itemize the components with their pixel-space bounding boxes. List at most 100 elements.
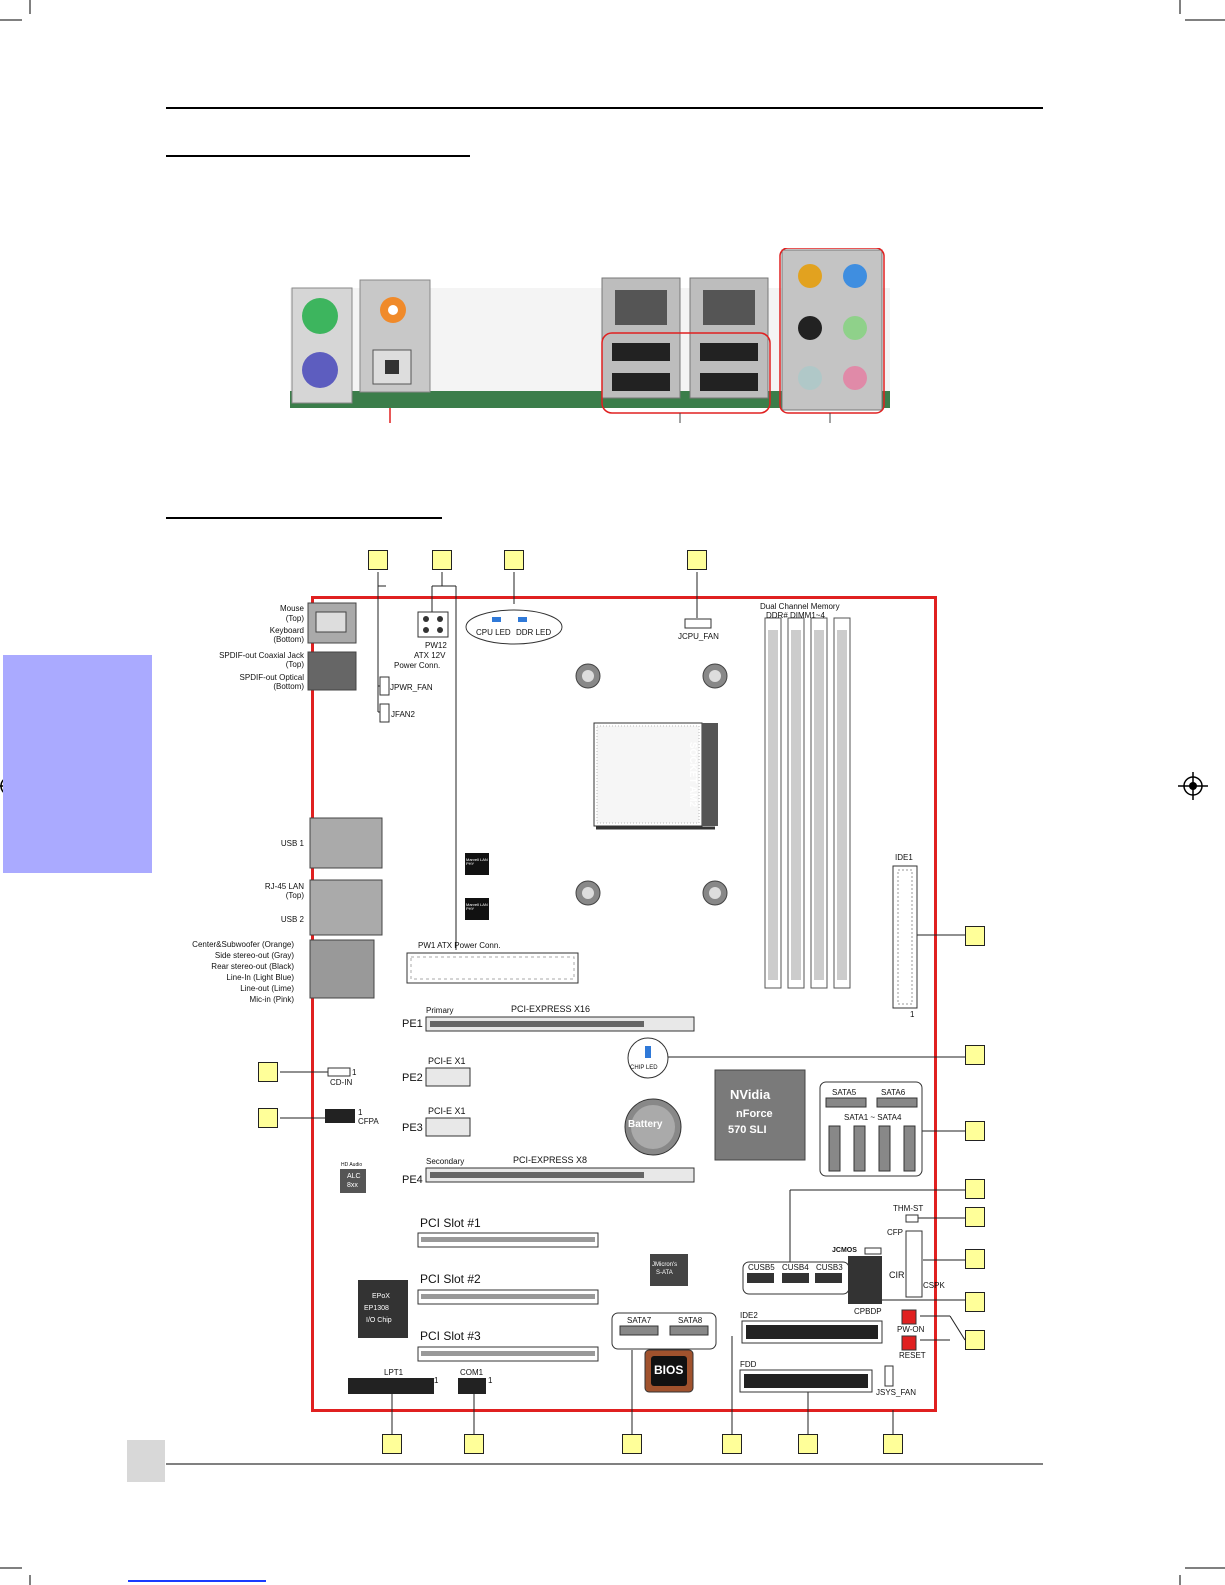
- label-battery: Battery: [628, 1119, 663, 1130]
- label-alc-1: 8xx: [347, 1182, 358, 1189]
- label-secondary: Secondary: [426, 1157, 465, 1166]
- callout-thm-st: [965, 1207, 985, 1227]
- label-cpbdp: CPBDP: [854, 1307, 882, 1316]
- label-pci1: PCI Slot #1: [420, 1216, 481, 1230]
- label-hd-audio: HD Audio: [341, 1162, 363, 1168]
- label-usb2: USB 2: [280, 915, 304, 924]
- label-epox-2: I/O Chip: [366, 1317, 392, 1324]
- label-ide1-pin: 1: [910, 1010, 915, 1019]
- label-cusb4: CUSB4: [782, 1263, 809, 1272]
- label-reset: RESET: [899, 1351, 926, 1360]
- label-jcmos: JCMOS: [832, 1247, 857, 1254]
- label-audio-4: Line-out (Lime): [240, 984, 294, 993]
- callout-jsys-fan: [883, 1434, 903, 1454]
- callout-cd-in: [258, 1062, 278, 1082]
- label-bios: BIOS: [654, 1363, 684, 1377]
- label-cd-in-pin: 1: [352, 1068, 357, 1077]
- label-nvidia-0: NVidia: [730, 1087, 771, 1102]
- chapter-tab: [3, 655, 152, 873]
- callout-pw-on-reset: [965, 1330, 985, 1350]
- label-audio-2: Rear stereo-out (Black): [211, 962, 294, 971]
- callout-cpu-led: [504, 550, 524, 570]
- callout-cusb: [965, 1179, 985, 1199]
- label-chip-led: CHIP LED: [630, 1065, 658, 1071]
- label-pe3: PE3: [402, 1122, 423, 1134]
- page-number-box: [127, 1440, 165, 1482]
- callout-cfpa: [258, 1108, 278, 1128]
- label-pw12-0: PW12: [425, 641, 447, 650]
- label-nvidia-1: nForce: [736, 1108, 773, 1120]
- label-audio-1: Side stereo-out (Gray): [214, 951, 294, 960]
- callout-sata78: [622, 1434, 642, 1454]
- label-ide1: IDE1: [895, 853, 913, 862]
- label-ddr-led: DDR LED: [516, 628, 552, 637]
- callout-pw12: [432, 550, 452, 570]
- label-pw1: PW1 ATX Power Conn.: [418, 941, 501, 950]
- label-pe1: PE1: [402, 1018, 423, 1030]
- callout-fdd: [798, 1434, 818, 1454]
- callout-cpbdp: [965, 1292, 985, 1312]
- callout-ide1: [965, 926, 985, 946]
- label-alc-0: ALC: [347, 1173, 361, 1180]
- label-jmicron-1: S-ATA: [656, 1270, 673, 1276]
- label-cfpa-pin: 1: [358, 1108, 363, 1117]
- callout-lpt1: [382, 1434, 402, 1454]
- label-jpwr-fan: JPWR_FAN: [390, 683, 433, 692]
- bottom-link-underline: [128, 1580, 266, 1582]
- label-pe2: PE2: [402, 1072, 423, 1084]
- label-jcpu-fan: JCPU_FAN: [678, 632, 719, 641]
- label-pw12-2: Power Conn.: [394, 661, 441, 670]
- callout-sata: [965, 1121, 985, 1141]
- callout-jcpu-fan: [687, 550, 707, 570]
- label-jsys-fan: JSYS_FAN: [876, 1388, 917, 1397]
- label-keyboard-pos: (Bottom): [273, 635, 304, 644]
- label-spdif-opt: SPDIF-out Optical: [239, 673, 304, 682]
- label-marvell-1: Marvell LAN PHY: [466, 857, 488, 866]
- label-rj45: RJ-45 LAN: [264, 882, 304, 891]
- label-marvell-2: Marvell LAN PHY: [466, 902, 488, 911]
- label-cfp: CFP: [887, 1228, 903, 1237]
- label-cusb5: CUSB5: [748, 1263, 775, 1272]
- label-cpu-led: CPU LED: [476, 628, 511, 637]
- label-thm-st: THM-ST: [893, 1204, 924, 1213]
- callout-com1: [464, 1434, 484, 1454]
- label-fdd: FDD: [740, 1360, 757, 1369]
- label-cfpa: CFPA: [358, 1117, 379, 1126]
- label-pw12-1: ATX 12V: [414, 651, 446, 660]
- label-cd-in: CD-IN: [330, 1078, 353, 1087]
- label-sata7: SATA7: [627, 1316, 652, 1325]
- label-lpt1-pin: 1: [434, 1376, 439, 1385]
- label-mouse-pos: (Top): [285, 614, 304, 623]
- label-memory-sub: DDR# DIMM1~4: [766, 611, 825, 620]
- label-rj45-pos: (Top): [285, 891, 304, 900]
- label-ide2: IDE2: [740, 1311, 758, 1320]
- label-spdif-coax: SPDIF-out Coaxial Jack: [219, 651, 304, 660]
- label-pcie-x1-a: PCI-E X1: [428, 1056, 466, 1066]
- label-audio-3: Line-In (Light Blue): [226, 973, 294, 982]
- label-cspk: CSPK: [923, 1281, 945, 1290]
- label-jmicron-0: JMicron's: [652, 1262, 678, 1268]
- label-sata6: SATA6: [881, 1088, 906, 1097]
- label-sata5: SATA5: [832, 1088, 857, 1097]
- label-com1-pin: 1: [488, 1376, 493, 1385]
- callout-jpwr-fan: [368, 550, 388, 570]
- callout-ide2: [722, 1434, 742, 1454]
- label-lpt1: LPT1: [384, 1368, 404, 1377]
- label-mouse: Mouse: [279, 604, 304, 613]
- label-audio-0: Center&Subwoofer (Orange): [192, 940, 294, 949]
- callout-cfp: [965, 1249, 985, 1269]
- label-pci3: PCI Slot #3: [420, 1329, 481, 1343]
- label-pw-on: PW-ON: [897, 1325, 925, 1334]
- label-jfan2: JFAN2: [391, 710, 416, 719]
- board-outline: [311, 596, 937, 1412]
- label-memory-title: Dual Channel Memory: [760, 602, 840, 611]
- label-primary: Primary: [426, 1006, 454, 1015]
- label-sata8: SATA8: [678, 1316, 703, 1325]
- label-pci2: PCI Slot #2: [420, 1272, 481, 1286]
- label-spdif-coax-pos: (Top): [285, 660, 304, 669]
- label-cir: CIR: [889, 1270, 905, 1280]
- label-epox-0: EPoX: [372, 1293, 390, 1300]
- label-spdif-opt-pos: (Bottom): [273, 682, 304, 691]
- label-socket: SOCKET AM2: [687, 741, 699, 808]
